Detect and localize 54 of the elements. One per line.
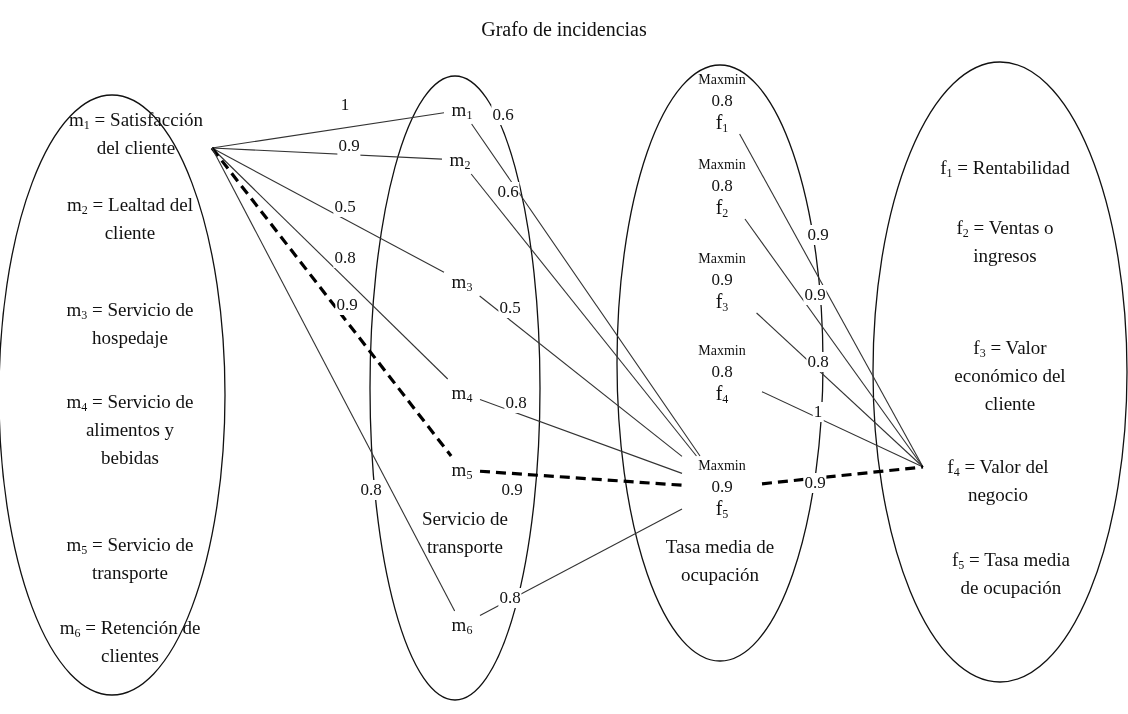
connector-line xyxy=(479,295,683,457)
node-label: m$_{2}$ xyxy=(442,146,478,174)
edge-label: 0.6 xyxy=(491,105,515,125)
node-label: m$_{1}$ xyxy=(444,96,480,124)
definition-text: m$_{6}$ = Retención de clientes xyxy=(42,614,218,670)
definition-text: m$_{3}$ = Servicio de hospedaje xyxy=(50,296,210,352)
node-label: m$_{3}$ xyxy=(444,268,480,296)
value-label: 0.9 xyxy=(711,270,733,289)
value-label: 0.8 xyxy=(711,176,733,195)
connector-line xyxy=(210,147,453,457)
definition-text: f$_{3}$ = Valor económico del cliente xyxy=(945,334,1075,418)
node-label: m$_{4}$ xyxy=(444,379,480,407)
operator-label: Maxmin xyxy=(698,458,746,473)
edge-label: 0.9 xyxy=(806,225,830,245)
value-label: 0.8 xyxy=(711,362,733,381)
connector-line xyxy=(761,391,924,468)
connector-line xyxy=(479,399,683,474)
connector-line xyxy=(761,465,924,486)
definition-text: f$_{4}$ = Valor del negocio xyxy=(923,453,1073,509)
operator-label: Maxmin xyxy=(698,343,746,358)
caption-text: Tasa media de ocupación xyxy=(665,536,775,585)
connector-line xyxy=(479,469,683,487)
operator-label: Maxmin xyxy=(698,251,746,266)
edge-label: 0.8 xyxy=(359,480,383,500)
value-label: 0.9 xyxy=(711,477,733,496)
connector-line xyxy=(470,173,697,457)
connector-line xyxy=(211,147,456,612)
edge-label: 0.8 xyxy=(806,352,830,372)
edge-label: 0.9 xyxy=(803,473,827,493)
connector-line xyxy=(479,508,683,617)
node-label: f$_{3}$ xyxy=(715,290,729,312)
operator-label: Maxmin xyxy=(698,72,746,87)
connector-line xyxy=(211,147,443,160)
value-label: 0.8 xyxy=(711,91,733,110)
definition-text: f$_{1}$ = Rentabilidad xyxy=(905,154,1105,182)
definition-text: m$_{5}$ = Servicio de transporte xyxy=(50,531,210,587)
caption-text: Servicio de transporte xyxy=(422,508,508,557)
node-label: f$_{2}$ xyxy=(715,196,729,218)
connector-line xyxy=(756,312,924,468)
node-label: f$_{4}$ xyxy=(715,382,729,404)
node-label: f$_{1}$ xyxy=(715,111,729,133)
edge-label: 0.8 xyxy=(498,588,522,608)
edge-label: 1 xyxy=(812,402,824,422)
edge-label: 0.9 xyxy=(803,285,827,305)
connector-line xyxy=(471,123,701,457)
definition-text: f$_{5}$ = Tasa media de ocupación xyxy=(945,546,1077,602)
node-label: f$_{5}$ xyxy=(715,497,729,519)
definition-text: m$_{4}$ = Servicio de alimentos y bebidas xyxy=(60,388,200,472)
node-label: m$_{5}$ xyxy=(444,456,480,484)
connector-line xyxy=(744,218,924,468)
operator-label: Maxmin xyxy=(698,157,746,172)
node-label: m$_{6}$ xyxy=(444,611,480,639)
definition-text: f$_{2}$ = Ventas o ingresos xyxy=(925,214,1085,270)
definition-text: m$_{2}$ = Lealtad del cliente xyxy=(50,191,210,247)
